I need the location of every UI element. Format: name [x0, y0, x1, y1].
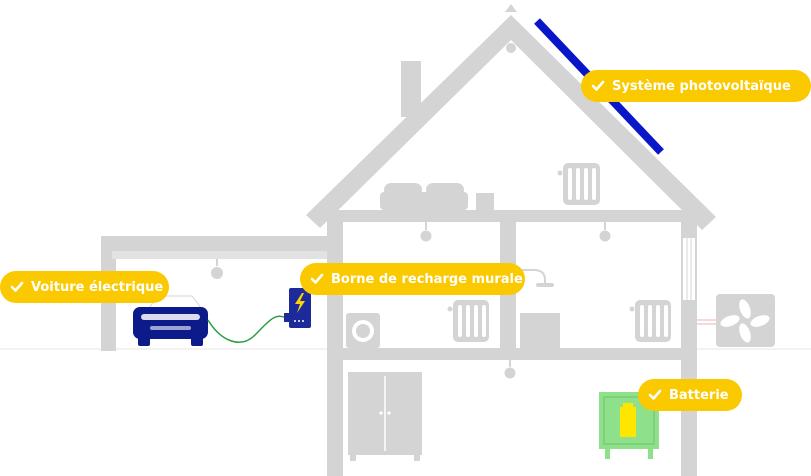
- garage: [101, 236, 330, 351]
- basement-lamp: [504, 360, 516, 379]
- room-lamp-left: [420, 222, 432, 242]
- wall-charger: [284, 288, 311, 328]
- garage-lamp: [211, 259, 223, 279]
- label-solar-text: Système photovoltaïque: [612, 78, 791, 94]
- chimney: [401, 61, 421, 117]
- low-cabinet: [520, 313, 560, 348]
- shower-head: [536, 283, 554, 287]
- roof: [306, 4, 716, 230]
- label-car-text: Voiture électrique: [31, 279, 164, 295]
- electric-car: [133, 295, 208, 346]
- side-window: [683, 238, 695, 300]
- shower: [516, 269, 546, 283]
- label-wall-charger: Borne de recharge murale: [300, 263, 525, 295]
- label-solar-system: Système photovoltaïque: [581, 70, 811, 102]
- check-icon: [591, 80, 605, 91]
- fan-icon: [720, 299, 770, 343]
- room-lamp-right: [599, 222, 611, 242]
- sofa: [380, 183, 468, 210]
- label-battery-text: Batterie: [669, 387, 729, 403]
- check-icon: [10, 281, 24, 292]
- side-table: [476, 193, 494, 210]
- wardrobe: [348, 372, 422, 461]
- attic-lamp: [506, 43, 516, 53]
- check-icon: [310, 273, 324, 284]
- label-battery: Batterie: [638, 379, 742, 411]
- radiator-left: [447, 300, 489, 342]
- battery-icon: [620, 403, 636, 437]
- label-electric-car: Voiture électrique: [0, 271, 169, 303]
- attic-radiator: [557, 163, 600, 205]
- charging-cable: [207, 315, 287, 343]
- radiator-right: [629, 300, 671, 342]
- lightning-icon: [295, 293, 305, 313]
- label-charger-text: Borne de recharge murale: [331, 271, 523, 287]
- check-icon: [648, 389, 662, 400]
- washing-machine: [346, 313, 380, 348]
